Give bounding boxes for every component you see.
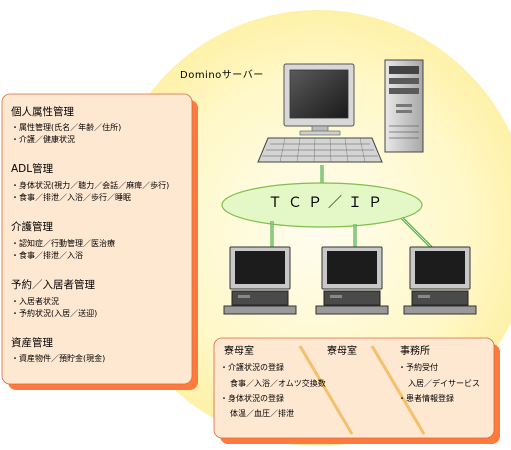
column-heading: 寮母室 [327,346,357,357]
left-panel [1,93,198,390]
section-item: ・食事／排泄／入浴／歩行／睡眠 [11,193,131,202]
section-item: ・入居者状況 [11,297,59,306]
client-pc-icon [403,246,477,315]
section-title: 介護管理 [11,221,53,233]
section-title: 予約／入居者管理 [11,279,95,291]
section-item: ・認知症／行動管理／医治療 [11,239,115,248]
bottom-panel [213,337,500,444]
column-line: 入居／デイサービス [408,379,480,388]
monitor-icon [283,63,355,136]
server-group [257,59,424,163]
client-pc-icon [223,246,297,315]
network-label: ＴＣＰ／ＩＰ [268,195,388,211]
section-title: 個人属性管理 [11,106,74,118]
column-heading: 寮母室 [224,346,254,357]
section-item: ・身体状況(視力／聴力／会話／麻痺／歩行) [11,181,170,190]
column-line: ・患者情報登録 [398,394,454,403]
section-item: ・予約状況(入居／送迎) [11,309,98,318]
section-item: ・資産物件／預貯金(現金) [11,354,106,363]
server-label: Dominoサーバー [180,70,264,81]
keyboard-icon [257,137,383,163]
section-title: ADL管理 [11,163,54,175]
network-ellipse [221,182,423,228]
column-line: 体温／血圧／排泄 [230,409,294,418]
section-item: ・属性管理(氏名／年齢／住所) [11,123,122,132]
section-title: 資産管理 [11,337,53,349]
section-item: ・食事／排泄／入浴 [11,251,83,260]
column-line: ・介護状況の登録 [220,363,284,372]
client-links [270,216,434,250]
panel-divider [298,345,354,435]
column-heading: 事務所 [400,346,430,357]
column-line: 食事／入浴／オムツ交換数 [230,379,326,388]
panel-divider [370,345,426,435]
server-tower-icon [384,59,424,153]
column-line: ・身体状況の登録 [220,394,284,403]
section-item: ・介護／健康状況 [11,135,75,144]
client-pc-icon [315,246,389,315]
column-line: ・予約受付 [398,363,438,372]
